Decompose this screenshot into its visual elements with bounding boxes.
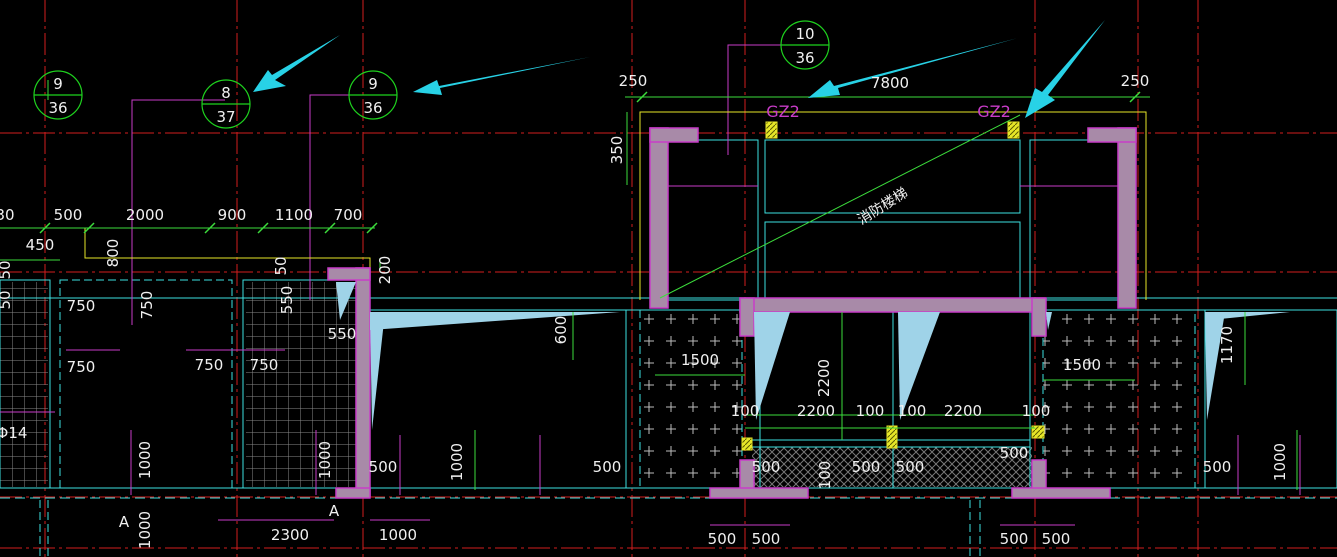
bubble-sheet: 36 — [363, 99, 382, 117]
dimension-label: 50 — [0, 260, 14, 279]
dimension-label: 100 — [856, 402, 885, 420]
dimension-label: 100 — [816, 461, 834, 490]
dimension-label: 250 — [1121, 72, 1150, 90]
dimension-label: 350 — [608, 136, 626, 165]
dimension-label: 750 — [67, 358, 96, 376]
dimension-label: 2000 — [126, 206, 164, 224]
column-gz2-left — [765, 121, 778, 139]
bubble-sheet: 36 — [48, 99, 67, 117]
arrow-1 — [253, 35, 340, 92]
axis-bubble: 837 — [201, 79, 251, 129]
dimension-label: 1170 — [1218, 326, 1236, 364]
dimension-ticks — [39, 91, 1141, 234]
dimension-label: 500 — [1000, 530, 1029, 548]
axis-bubble: 936 — [348, 70, 398, 120]
dimension-label: 1000 — [136, 511, 154, 549]
axis-bubble: 936 — [33, 70, 83, 120]
arrow-2 — [413, 57, 590, 95]
dimension-label: 1000 — [448, 443, 466, 481]
arrow-3 — [808, 38, 1018, 98]
dimension-label: 500 — [752, 458, 781, 476]
dimension-label: 600 — [552, 316, 570, 345]
dimension-label: 7800 — [871, 74, 909, 92]
dimension-label: 1000 — [136, 441, 154, 479]
rebar-label: Φ14 — [0, 424, 27, 442]
dimension-label: 550 — [278, 286, 296, 315]
dimension-label: 500 — [1042, 530, 1071, 548]
dimension-label: 1000 — [1271, 443, 1289, 481]
bubble-sheet: 37 — [216, 108, 235, 126]
dimension-label: 1500 — [681, 351, 719, 369]
dimension-label: 500 — [752, 530, 781, 548]
dimension-label: 1100 — [275, 206, 313, 224]
column-gz2-right — [1007, 121, 1020, 139]
magenta-lines — [0, 44, 1301, 526]
columns — [741, 121, 1045, 451]
dimension-lines — [0, 80, 1298, 490]
dimension-label: 750 — [138, 291, 156, 320]
dimension-label: 200 — [376, 256, 394, 285]
dimension-label: 100 — [1022, 402, 1051, 420]
dimension-label: 1500 — [1063, 356, 1101, 374]
dimension-label: 450 — [26, 236, 55, 254]
column-tag: GZ2 — [766, 102, 800, 121]
dimension-label: 2200 — [944, 402, 982, 420]
dimension-label: 500 — [1203, 458, 1232, 476]
bubble-number: 9 — [368, 75, 378, 93]
dimension-label: 800 — [104, 239, 122, 268]
dimension-label: 500 — [896, 458, 925, 476]
dimension-label: 750 — [195, 356, 224, 374]
dimension-label: 250 — [619, 72, 648, 90]
bubble-number: 8 — [221, 84, 231, 102]
dimension-label: 100 — [731, 402, 760, 420]
arrow-4 — [1025, 20, 1105, 118]
dimension-label: 2300 — [271, 526, 309, 544]
dimension-label: 1000 — [379, 526, 417, 544]
dimension-label: 2200 — [797, 402, 835, 420]
dimension-label: 30 — [0, 206, 15, 224]
dimension-label: 500 — [1000, 444, 1029, 462]
grid-letter: A — [329, 502, 340, 520]
bubble-sheet: 36 — [795, 49, 814, 67]
dimension-label: 750 — [67, 297, 96, 315]
dimension-label: 900 — [218, 206, 247, 224]
annotation-arrows — [253, 20, 1105, 118]
column-tag: GZ2 — [977, 102, 1011, 121]
drawing-labels: 30 500 2000 900 1100 700 450 800 50 200 550 750 750 7… — [0, 72, 1289, 549]
grid-letter: A — [119, 513, 130, 531]
dimension-label: 500 — [593, 458, 622, 476]
dimension-label: 500 — [852, 458, 881, 476]
dimension-label: 50 — [272, 256, 290, 275]
dimension-label: 750 — [250, 356, 279, 374]
dimension-label: 500 — [54, 206, 83, 224]
dimension-label: 500 — [708, 530, 737, 548]
dimension-label: 700 — [334, 206, 363, 224]
dimension-label: 100 — [898, 402, 927, 420]
haunches — [336, 282, 1290, 430]
dimension-label: 550 — [328, 325, 357, 343]
dimension-label: 50 — [0, 290, 14, 309]
fill-areas — [0, 282, 1193, 487]
walls — [327, 127, 1137, 499]
dimension-label: 2200 — [815, 359, 833, 397]
dimension-label: 1000 — [316, 441, 334, 479]
bubble-number: 10 — [795, 25, 814, 43]
dimension-label: 500 — [369, 458, 398, 476]
cyan-outlines — [0, 139, 1337, 557]
bubble-number: 9 — [53, 75, 63, 93]
